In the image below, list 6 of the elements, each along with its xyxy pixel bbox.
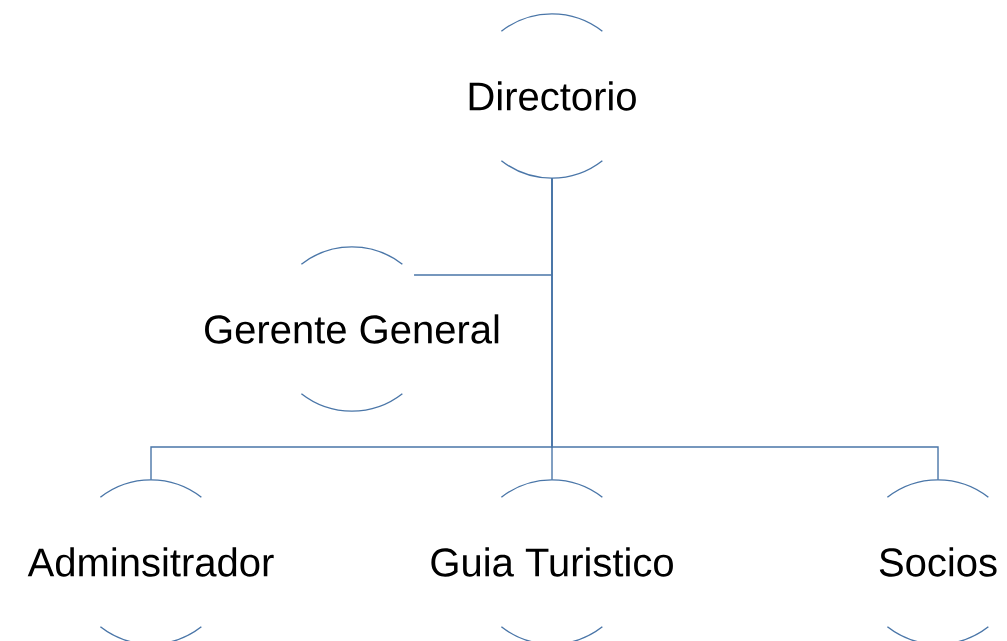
circle-node: Adminsitrador [27,479,274,641]
circle-node: Guia Turistico [431,479,673,641]
circle-node: Gerente General [205,246,499,412]
circle-node: Directorio [469,13,636,179]
connector-line [551,177,939,481]
circle-node: Socios [879,479,997,641]
